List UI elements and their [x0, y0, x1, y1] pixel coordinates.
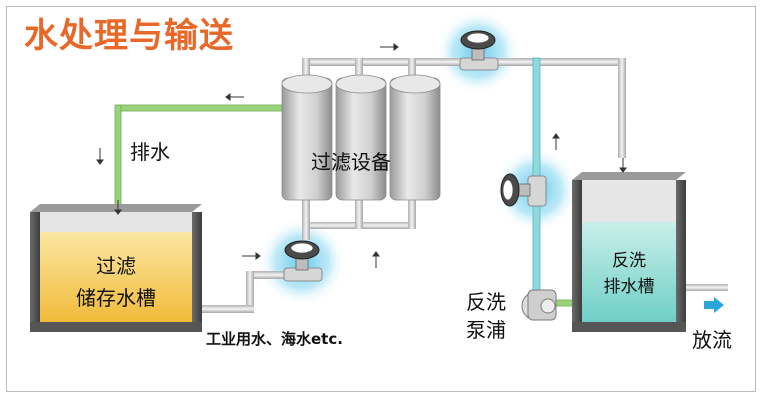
- pipe-inlet-v: [246, 271, 254, 311]
- filter-tank-label-2: 储存水槽: [76, 286, 156, 310]
- filter-tank-label-1: 过滤: [96, 254, 136, 278]
- pipe-bottom-1: [302, 200, 310, 240]
- pipe-riser-1: [302, 58, 310, 88]
- pipe-inlet-low: [198, 305, 254, 313]
- pipe-riser-2: [355, 58, 363, 88]
- flow-meter-icon: [283, 240, 323, 282]
- source-label: 工业用水、海水etc.: [206, 330, 343, 348]
- pipe-drain-h: [117, 104, 287, 112]
- discharge-label: 放流: [692, 328, 732, 352]
- pipe-bottom-3: [408, 200, 416, 229]
- page-title: 水处理与输送: [24, 16, 234, 56]
- pipe-down-backwash-tank: [618, 58, 626, 158]
- pipe-inlet-h: [250, 271, 310, 279]
- flow-arrow-icon: [96, 43, 627, 268]
- backwash-tank-label-2: 排水槽: [603, 277, 655, 297]
- discharge-arrow-icon: [704, 297, 724, 313]
- filter-storage-tank: [30, 204, 202, 332]
- pipe-discharge: [686, 284, 728, 291]
- flow-meter-icon: [500, 173, 547, 207]
- pipe-drain-v: [114, 104, 122, 211]
- backwash-pump-label-2: 泵浦: [466, 318, 506, 342]
- backwash-drain-tank: [572, 172, 728, 332]
- pump-icon: [521, 289, 557, 321]
- drain-label: 排水: [130, 140, 170, 164]
- diagram-frame: [6, 6, 756, 392]
- filter-equipment-label: 过滤设备: [311, 150, 391, 174]
- filter-equipment: [281, 74, 441, 201]
- flow-meter-icon: [459, 30, 499, 71]
- backwash-pump-label-1: 反洗: [466, 290, 506, 314]
- pipe-bottom-2: [355, 200, 363, 229]
- backwash-tank-label-1: 反洗: [612, 251, 646, 271]
- pipe-riser-3: [408, 58, 416, 88]
